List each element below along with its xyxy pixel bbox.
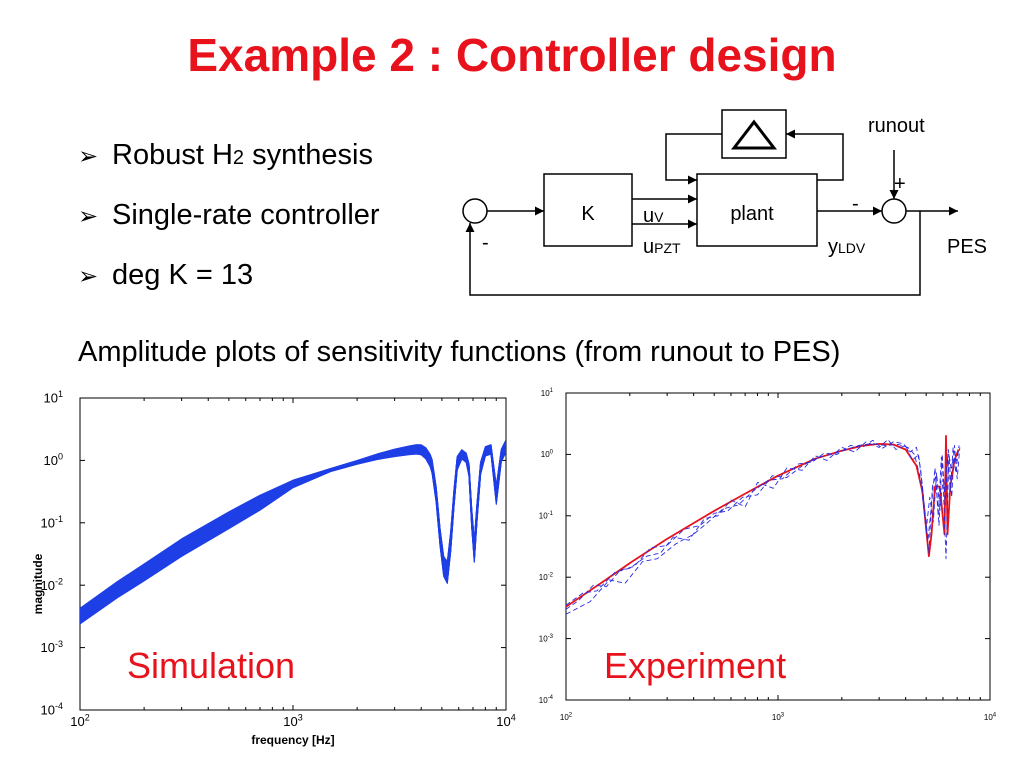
runout-label: runout — [868, 115, 925, 137]
x-axis-label: frequency [Hz] — [251, 733, 334, 747]
series-line — [80, 450, 506, 623]
series-line — [80, 441, 506, 611]
upzt-label: uPZT — [643, 236, 681, 258]
measured-line — [566, 439, 959, 615]
series-line — [80, 447, 506, 619]
plant-block — [696, 173, 818, 247]
series-line — [80, 442, 506, 612]
y-tick-label: 10-3 — [539, 634, 554, 644]
chart-0: 102 103 104 10-4 10-3 10-2 10-1 100 101 frequency… — [31, 389, 516, 747]
plus-sign: + — [894, 173, 906, 195]
measured-line — [566, 439, 961, 606]
model-line — [566, 434, 960, 608]
bullet-subscript: 2 — [232, 147, 245, 169]
bullet-item: ➢ Robust H2 synthesis — [78, 135, 380, 195]
y-axis-label: magnitude — [31, 553, 45, 614]
y-tick-label: 10-4 — [539, 695, 554, 705]
series-line — [80, 444, 506, 615]
bullet-text: Robust H — [112, 139, 233, 171]
series-line — [80, 449, 506, 622]
series-line — [80, 443, 506, 614]
series-line — [80, 445, 506, 616]
y-tick-label: 10-3 — [41, 639, 63, 655]
arrow-bullet-icon: ➢ — [78, 263, 99, 290]
y-tick-label: 100 — [44, 452, 63, 468]
signal-wire — [665, 133, 722, 185]
y-tick-label: 101 — [541, 388, 554, 398]
y-tick-label: 10-2 — [41, 576, 63, 592]
summing-junction-right — [881, 198, 907, 224]
y-tick-label: 101 — [44, 389, 63, 405]
y-tick-label: 10-2 — [539, 572, 554, 582]
simulation-label: Simulation — [127, 645, 296, 686]
signal-wire — [786, 129, 844, 181]
series-line — [80, 448, 506, 620]
y-tick-label: 10-1 — [41, 514, 63, 530]
series-line — [80, 448, 506, 620]
arrow-bullet-icon: ➢ — [78, 143, 99, 170]
pes-label: PES — [947, 236, 987, 258]
bullet-text: deg K = 13 — [112, 259, 254, 291]
plant-label: plant — [730, 203, 774, 225]
bullet-item: ➢ Single-rate controller — [78, 195, 380, 255]
plot-area — [566, 434, 961, 615]
series-line — [80, 444, 506, 615]
series-line — [80, 449, 506, 621]
plots-caption: Amplitude plots of sensitivity functions… — [78, 336, 841, 368]
slide-title: Example 2 : Controller design — [187, 29, 837, 81]
summing-junction-left — [462, 198, 488, 224]
series-line — [80, 451, 506, 624]
x-tick-label: 102 — [70, 713, 89, 729]
x-tick-label: 103 — [283, 713, 302, 729]
bullet-text: Single-rate controller — [112, 199, 380, 231]
series-line — [80, 450, 506, 622]
bullet-item: ➢ deg K = 13 — [78, 255, 380, 315]
yldv-label: yLDV — [828, 236, 866, 258]
y-tick-label: 10-4 — [41, 701, 63, 717]
uv-label: uV — [643, 205, 664, 227]
series-line — [80, 442, 506, 613]
series-line — [80, 440, 506, 610]
series-line — [80, 445, 506, 617]
x-tick-label: 103 — [772, 712, 785, 722]
k-label: K — [581, 203, 595, 225]
measured-line — [566, 443, 960, 610]
k-block — [543, 173, 633, 247]
x-tick-label: 104 — [496, 713, 515, 729]
series-line — [80, 441, 506, 612]
uncertainty-block — [721, 109, 787, 159]
series-line — [80, 443, 506, 614]
arrow-bullet-icon: ➢ — [78, 203, 99, 230]
experiment-label: Experiment — [604, 645, 787, 686]
minus-sign-runout: - — [852, 193, 859, 215]
y-tick-label: 10-1 — [539, 511, 554, 521]
series-line — [80, 451, 506, 624]
series-line — [80, 452, 506, 625]
bullet-text-rest: synthesis — [244, 139, 373, 171]
series-line — [80, 447, 506, 619]
series-line — [80, 439, 506, 609]
triangle-icon — [730, 119, 778, 150]
x-tick-label: 102 — [560, 712, 573, 722]
x-tick-label: 104 — [984, 712, 997, 722]
series-line — [80, 446, 506, 617]
series-line — [80, 440, 506, 610]
minus-sign-feedback: - — [482, 232, 489, 254]
series-line — [80, 446, 506, 618]
plot-area — [80, 439, 506, 625]
bullet-list: ➢ Robust H2 synthesis ➢ Single-rate contro… — [78, 135, 380, 315]
feedback-wire — [465, 211, 921, 296]
y-tick-label: 100 — [541, 450, 554, 460]
